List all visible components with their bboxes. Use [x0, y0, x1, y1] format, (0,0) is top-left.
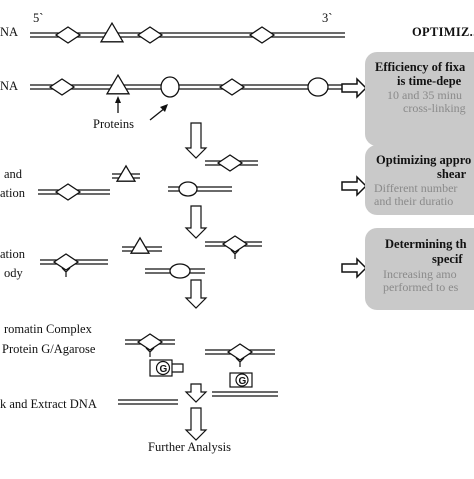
arrow-right-shearing [341, 175, 368, 197]
row5-antibody-a [145, 347, 155, 357]
row1-diamond-c [248, 26, 276, 44]
step-4-label-line-2: ody [4, 266, 23, 280]
proteins-pointer-left-head [115, 96, 121, 103]
row3-diamond-b [54, 183, 82, 201]
row4-oval [169, 263, 191, 279]
box-1-note-line-1: 10 and 35 minu [387, 88, 462, 102]
arrow-down-4 [184, 383, 208, 403]
row4-triangle [129, 236, 151, 254]
bead-g-glyph-b: G [239, 376, 247, 387]
step-5-label-line-1: romatin Complex [4, 322, 92, 336]
optimization-box-antibody: Determining th specif Increasing amo per… [365, 228, 474, 310]
arrow-right-fixation [341, 77, 368, 99]
row4-diamond-b [221, 235, 249, 253]
row5-bead-a [155, 360, 171, 376]
row5-bead-b [235, 373, 249, 387]
arrow-down-5 [184, 407, 208, 441]
box-2-note-line-1: Different number [374, 181, 458, 195]
box-2-title-line-1: Optimizing appro [376, 153, 472, 167]
proteins-pointer-right-head [160, 104, 168, 112]
three-prime-label: 3` [322, 11, 333, 25]
row4-diamond-a [52, 253, 80, 271]
row3-triangle [115, 164, 137, 182]
optimization-box-fixation: Efficiency of fixa is time-depe 10 and 3… [365, 52, 474, 146]
row1-diamond-a [54, 26, 82, 44]
box-3-note-line-2: performed to es [383, 280, 459, 294]
optimization-box-shearing: Optimizing appro shear Different number … [365, 145, 474, 215]
row3-diamond-a [216, 154, 244, 172]
row5-antibody-b [235, 357, 245, 367]
row1-triangle [99, 21, 125, 43]
step-6-label: k and Extract DNA [0, 397, 97, 411]
row2-diamond-a [48, 78, 76, 96]
step-4-label-line-1: ation [0, 247, 25, 261]
proteins-label: Proteins [93, 117, 134, 131]
box-1-note-line-2: cross-linking [403, 101, 466, 115]
box-2-note-line-2: and their duratio [374, 194, 454, 208]
step-1-label: NA [0, 25, 19, 39]
row4-antibody-a [61, 267, 71, 277]
box-1-title-line-2: is time-depe [397, 74, 462, 88]
arrow-down-1 [184, 122, 208, 159]
box-3-title-line-2: specif [432, 252, 463, 266]
box-1-title-line-1: Efficiency of fixa [375, 60, 466, 74]
row1-diamond-b [136, 26, 164, 44]
arrow-down-2 [184, 205, 208, 239]
row2-oval-a [160, 76, 180, 98]
box-2-title-line-2: shear [437, 167, 467, 181]
step-3-label-line-2: ation [0, 186, 25, 200]
step-2-label: NA [0, 79, 19, 93]
arrow-down-3 [184, 279, 208, 309]
five-prime-label: 5` [33, 11, 44, 25]
optimization-header: OPTIMIZ... [412, 25, 474, 39]
row2-oval-b [307, 77, 329, 97]
row5-diamond-a [136, 333, 164, 351]
row5-diamond-b [226, 343, 254, 361]
box-3-note-line-1: Increasing amo [383, 267, 457, 281]
box-3-title-line-1: Determining th [385, 237, 467, 251]
step-3-label-line-1: and [4, 167, 23, 181]
bead-g-glyph-a: G [160, 364, 168, 375]
arrow-right-antibody [341, 257, 368, 279]
row3-oval [178, 181, 198, 197]
row4-antibody-b [230, 249, 240, 259]
proteins-pointer-right [149, 107, 166, 121]
step-7-label: Further Analysis [148, 440, 231, 454]
step-5-label-line-2: Protein G/Agarose [2, 342, 96, 356]
row2-triangle [105, 73, 131, 95]
row2-diamond-b [218, 78, 246, 96]
